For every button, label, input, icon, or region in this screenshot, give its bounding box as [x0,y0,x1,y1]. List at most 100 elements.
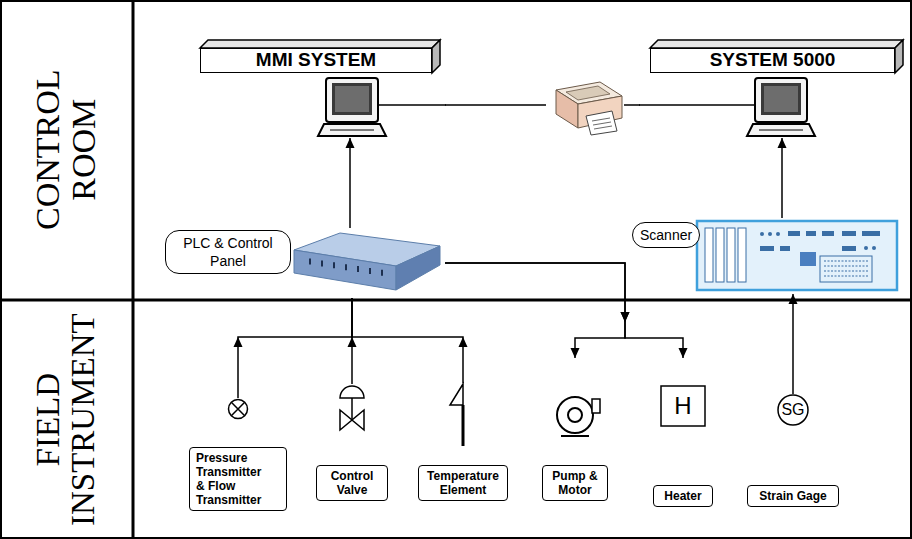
scanner-panel-part [800,252,816,266]
signal-connector [445,263,630,358]
signal-connector [445,263,688,358]
scanner-panel-part-part [760,246,774,251]
heater-symbol-part [661,386,705,426]
frame-part [132,0,135,539]
scanner-panel-part-part [842,231,856,236]
system-box: MMI SYSTEM [195,38,445,138]
box-depth-part [650,40,903,48]
strain-gage-symbol [778,395,808,425]
instrument-label: Pressure Transmitter & Flow Transmitter [189,447,287,511]
signal-connector [234,298,353,398]
signal-connector [778,138,787,218]
computer-icon [318,78,815,136]
arrow-head [778,138,787,148]
pump-symbol-part [557,397,593,433]
field-instrument: Heater [652,358,714,507]
arrow-head [346,138,355,148]
signal-connector [789,294,798,394]
printer-icon [556,82,622,135]
frame-part [0,299,912,302]
scanner-panel-part [760,231,880,251]
plc-panel: PLC & Control Panel [160,228,445,298]
arrow-head [234,337,243,347]
heater-letter: H [674,392,691,420]
arrow-head [789,294,798,304]
connector-line [349,138,351,228]
region-title: FIELD INSTRUMENT [31,302,100,538]
instrument-label: Heater [653,485,713,507]
control-valve-symbol-part [351,398,353,420]
control-valve-symbol-part [340,386,364,398]
box-depth-part [432,40,440,73]
region-title: CONTROL ROOM [30,50,101,250]
instrument-label: Temperature Element [418,465,508,501]
pressure-symbol [229,400,248,419]
instrument-label: Pump & Motor [542,465,608,501]
system-box: SYSTEM 5000 [640,38,905,138]
computer-icon-part [747,78,815,136]
arrow-head [571,348,580,358]
computer-wire-part [378,104,446,106]
scanner-panel-part [716,228,724,282]
temperature-symbol-part [462,405,465,446]
plc-device-part [310,259,382,276]
system-title: MMI SYSTEM [200,48,432,73]
scanner-panel-part-part [842,246,856,251]
connector-line [238,298,352,398]
scanner-panel-part-part [788,231,800,236]
pump-symbol [557,397,600,436]
scanner-panel-part-part [768,232,772,236]
scanner-panel-part [738,228,746,282]
connector-line [352,298,463,383]
connector-line [445,104,640,106]
connector-line [445,263,625,358]
arrow-head [621,312,630,322]
instrument-label: Control Valve [316,465,388,501]
scanner-panel-part-part [776,232,780,236]
strain-gage-symbol-part [778,395,808,425]
scanner-panel-part-part [872,246,876,250]
arrow-head [679,348,688,358]
printer-icon-part [566,86,610,100]
control-valve-symbol-part [352,410,364,430]
connector-line [781,138,783,218]
scanner-panel-part-part [864,246,868,250]
instrument-label: Strain Gage [747,485,839,507]
field-instrument: Temperature Element [417,383,509,501]
pump-symbol-part [568,408,582,422]
computer-icon-part [318,78,386,136]
system-title: SYSTEM 5000 [650,48,895,73]
pressure-symbol-part [231,402,244,415]
region-band: CONTROL ROOM MMI SYSTEM SYSTEM 5000PLC & C… [0,0,912,300]
printer-icon-part [593,122,611,125]
printer-icon-part [592,118,610,121]
signal-connector [346,138,355,228]
box-depth [200,40,903,73]
control-valve-symbol-part [340,410,352,430]
signal-connector [352,298,468,383]
scanner-panel-part-part [806,231,816,236]
scanner-panel [697,221,897,290]
scanner-panel-part-part [822,231,834,236]
arrow-head [621,312,630,322]
scanner-panel-part [727,228,735,282]
printer-icon-part [594,126,612,129]
scanner-panel-part [824,261,868,276]
plc-device-part [294,250,396,290]
heater-symbol [661,386,705,426]
computer-wire-part [639,104,755,106]
scanner-panel-part-part [862,231,880,236]
plc-device [294,233,440,290]
connector-line [445,263,683,358]
field-instrument: Control Valve [311,384,393,501]
region-band: FIELD INSTRUMENT Pressure Transmitter & F… [0,300,912,539]
pressure-symbol-part [229,400,248,419]
signal-connector [445,105,640,106]
temperature-symbol [450,384,463,446]
arrow-head [459,337,468,347]
connector-line [792,294,794,394]
